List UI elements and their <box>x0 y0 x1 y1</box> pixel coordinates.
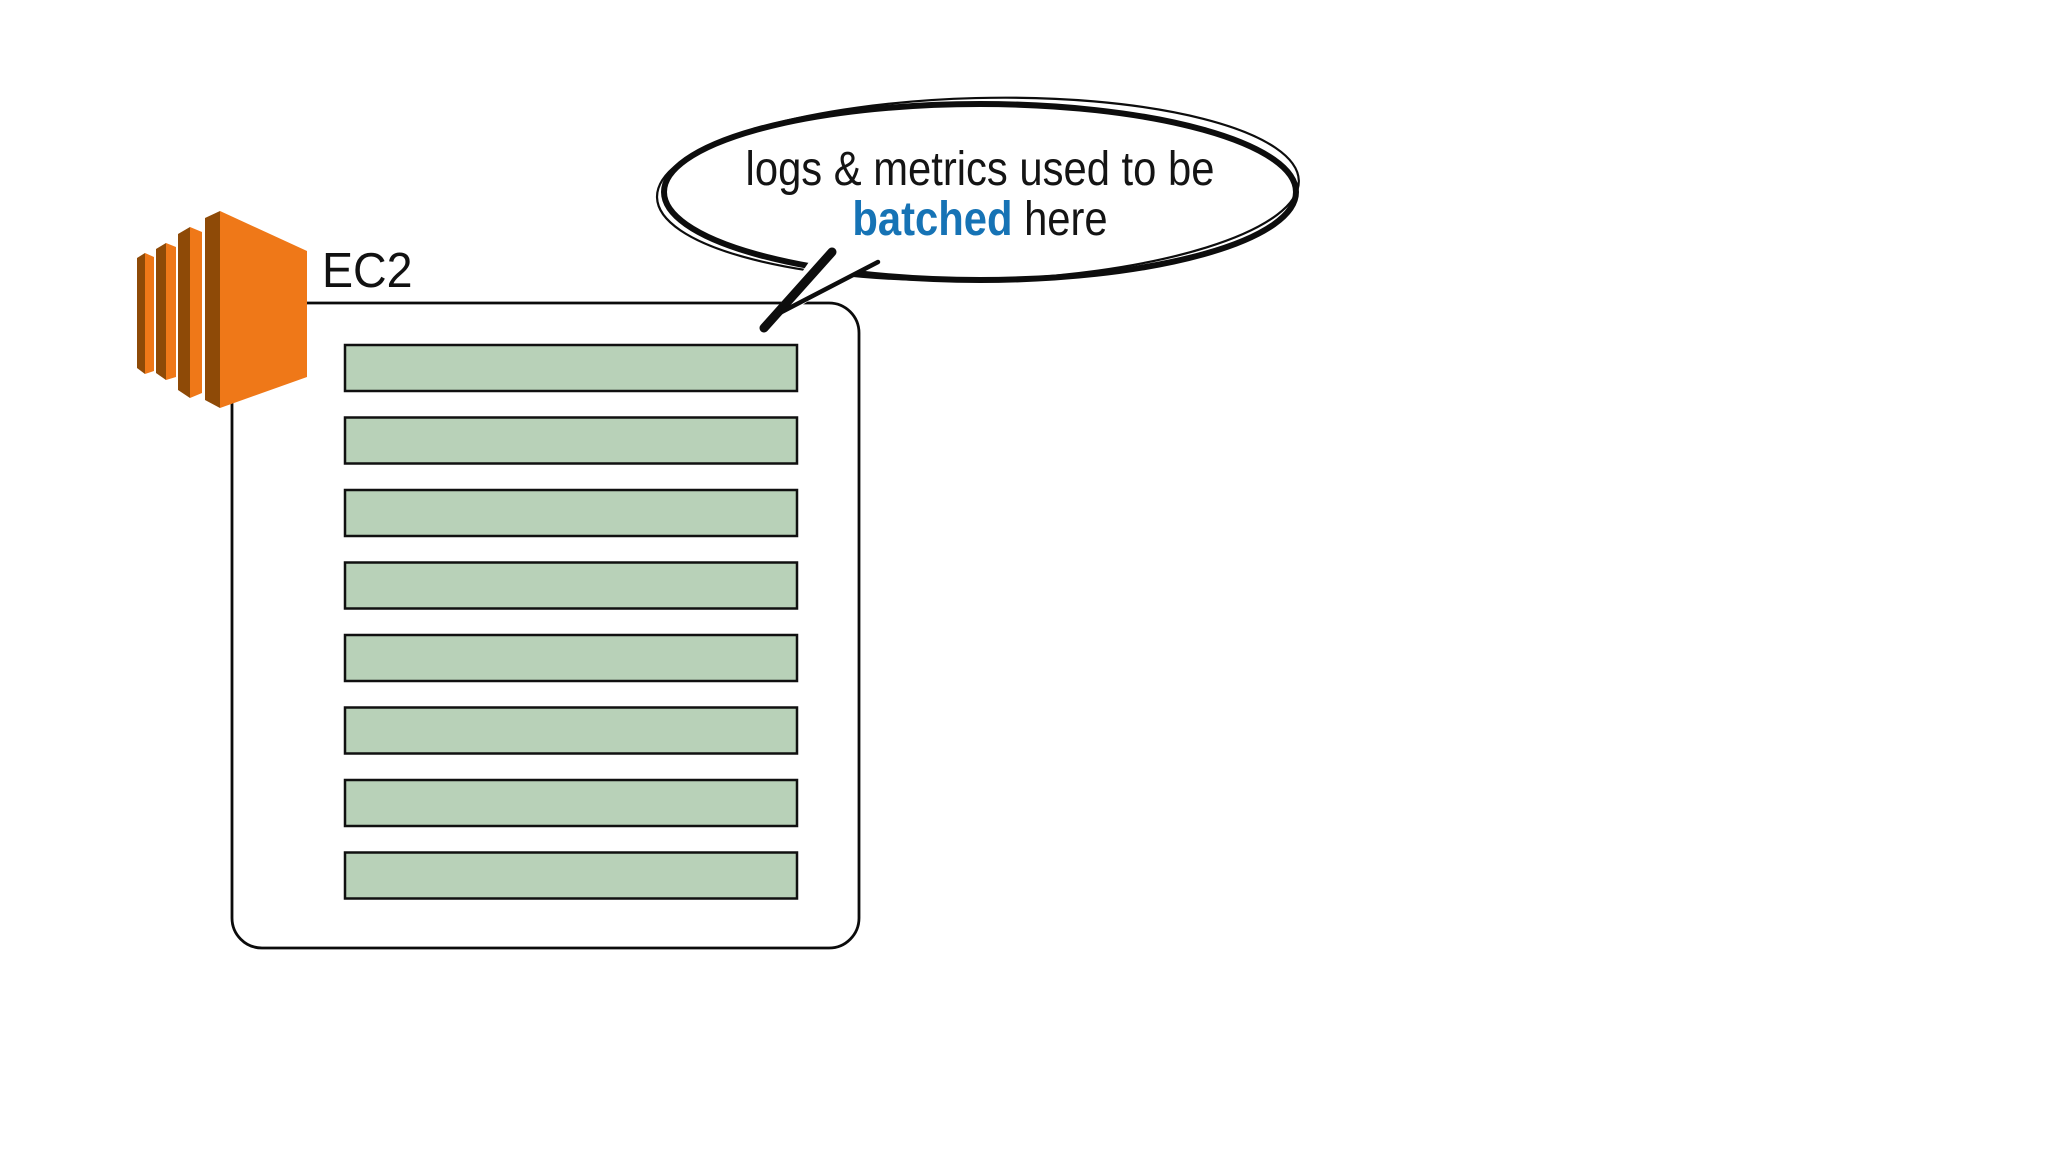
speech-bubble-line1-text: logs & metrics used to be <box>745 143 1215 196</box>
speech-bubble-line2: batched here <box>667 195 1293 245</box>
aws-ec2-icon <box>137 211 307 408</box>
ec2-icon-slab1-side <box>137 253 145 374</box>
batch-bar <box>343 561 799 610</box>
speech-bubble-tail <box>762 246 884 330</box>
ec2-icon-slab4-side <box>205 211 220 408</box>
ec2-label: EC2 <box>322 244 413 298</box>
speech-bubble-tail-right-edge <box>769 259 881 320</box>
ec2-icon-slab1-front <box>145 253 154 374</box>
speech-bubble-emphasis: batched <box>852 193 1013 246</box>
speech-bubble-text: logs & metrics used to be batched here <box>667 145 1293 245</box>
batch-bar-group <box>343 343 799 900</box>
batch-bar <box>343 851 799 900</box>
batch-bar <box>343 778 799 828</box>
batch-bar <box>343 706 799 755</box>
batch-bar <box>343 343 799 393</box>
ec2-icon-slab2-front <box>166 243 176 380</box>
ec2-icon-slab2-side <box>156 243 166 380</box>
batch-bar <box>343 633 799 683</box>
speech-bubble <box>655 96 1300 333</box>
batch-bar <box>343 416 799 465</box>
speech-bubble-line1: logs & metrics used to be <box>667 145 1293 195</box>
speech-bubble-line2-rest: here <box>1012 193 1108 246</box>
batch-bar <box>343 488 799 538</box>
ec2-icon-slab4-front <box>220 211 307 408</box>
ec2-icon-slab3-side <box>178 227 190 398</box>
ec2-icon-slab3-front <box>190 227 202 398</box>
speech-bubble-sketch-line <box>655 96 1300 282</box>
